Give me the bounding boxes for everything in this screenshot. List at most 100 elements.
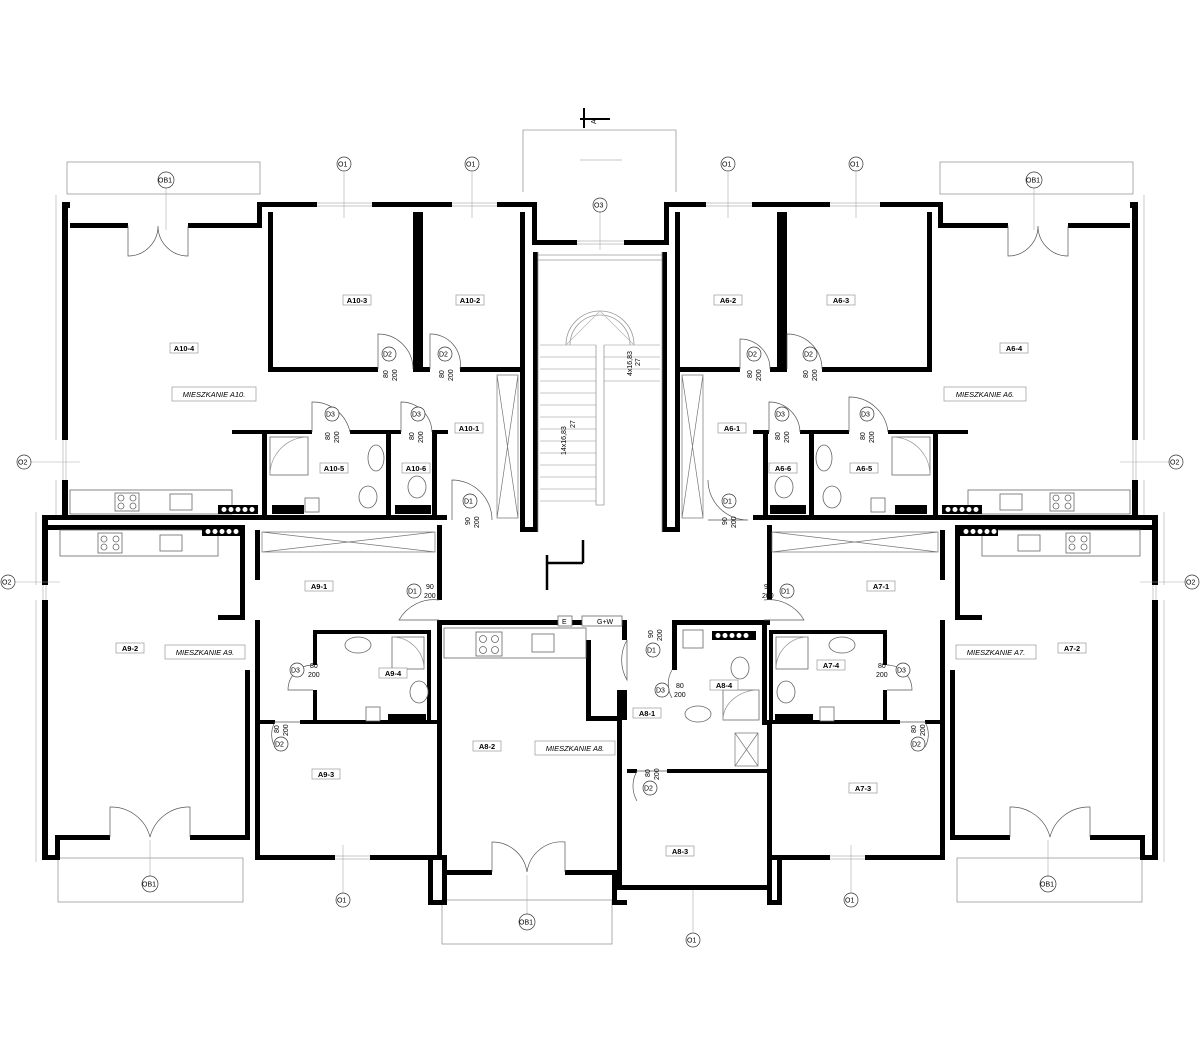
svg-text:A10-1: A10-1 [459, 424, 479, 433]
svg-text:A9-4: A9-4 [385, 669, 402, 678]
window-markers: O1 O1 O1 O1 O3 OB1 OB1 O2 O2 O2 O2 O1 O1… [0, 156, 1200, 948]
window-tag-o1: O1 [464, 156, 480, 172]
window-tag-o2: O2 [16, 454, 32, 470]
window-tag-o3: O3 [592, 197, 608, 213]
svg-text:80: 80 [409, 432, 416, 440]
svg-text:O1: O1 [338, 162, 347, 169]
svg-text:200: 200 [731, 516, 738, 528]
balconies [57, 161, 1143, 945]
room-label: A10-1 [454, 422, 484, 434]
svg-text:D1: D1 [464, 499, 473, 506]
room-label: A8-1 [632, 707, 662, 719]
svg-text:200: 200 [283, 724, 290, 736]
svg-text:200: 200 [784, 431, 791, 443]
svg-text:OB1: OB1 [1040, 882, 1054, 889]
svg-text:OB1: OB1 [519, 920, 533, 927]
svg-text:200: 200 [657, 629, 664, 641]
svg-text:200: 200 [308, 672, 320, 679]
svg-text:D2: D2 [912, 742, 921, 749]
room-label: A6-3 [826, 294, 856, 306]
svg-text:80: 80 [878, 663, 886, 670]
section-label: A [591, 119, 598, 124]
window-tag-o1: O1 [685, 932, 701, 948]
svg-text:O1: O1 [337, 898, 346, 905]
landing-dimension: 4x16,83 [627, 351, 634, 376]
svg-text:A7-4: A7-4 [823, 661, 840, 670]
room-label: A9-2 [115, 642, 145, 654]
insulation-bands [35, 195, 1165, 862]
svg-text:D3: D3 [412, 412, 421, 419]
door-swings [271, 333, 929, 802]
svg-text:200: 200 [876, 672, 888, 679]
room-label: A10-4 [169, 342, 199, 354]
window-tag-ob1: OB1 [1025, 171, 1043, 189]
room-label: A6-6 [768, 462, 798, 474]
svg-text:200: 200 [762, 593, 774, 600]
svg-text:D1: D1 [723, 499, 732, 506]
svg-text:200: 200 [418, 431, 425, 443]
svg-text:A6-1: A6-1 [724, 424, 740, 433]
svg-text:D2: D2 [275, 742, 284, 749]
svg-text:D3: D3 [861, 412, 870, 419]
apartment-label: MIESZKANIE A10. [171, 386, 257, 402]
svg-text:90: 90 [648, 630, 655, 638]
svg-text:D2: D2 [748, 352, 757, 359]
svg-text:A10-4: A10-4 [174, 344, 195, 353]
svg-text:D2: D2 [383, 352, 392, 359]
room-label: A10-6 [401, 462, 431, 474]
room-label: A10-5 [319, 462, 349, 474]
radiators [202, 505, 998, 723]
svg-text:O1: O1 [722, 162, 731, 169]
svg-text:A8-3: A8-3 [672, 847, 688, 856]
svg-text:D3: D3 [326, 412, 335, 419]
svg-text:OB1: OB1 [142, 882, 156, 889]
svg-text:200: 200 [334, 431, 341, 443]
svg-text:200: 200 [920, 724, 927, 736]
svg-text:MIESZKANIE A7.: MIESZKANIE A7. [967, 648, 1026, 657]
svg-text:80: 80 [860, 432, 867, 440]
landing-count: 27 [635, 358, 642, 366]
window-tag-o1: O1 [336, 156, 352, 172]
svg-text:200: 200 [756, 369, 763, 381]
svg-text:O1: O1 [466, 162, 475, 169]
svg-text:80: 80 [274, 725, 281, 733]
stairwell: 14x16,83 27 4x16,83 27 [537, 252, 663, 532]
apartment-label: MIESZKANIE A9. [164, 644, 246, 660]
room-label: A7-4 [816, 659, 846, 671]
svg-text:OB1: OB1 [1026, 178, 1040, 185]
svg-text:90: 90 [764, 584, 772, 591]
window-tag-o1: O1 [335, 892, 351, 908]
svg-text:80: 80 [310, 663, 318, 670]
svg-text:O1: O1 [850, 162, 859, 169]
stair-dimension: 14x16,83 [561, 426, 568, 455]
window-tag-ob1: OB1 [157, 171, 175, 189]
entrance-canopy [522, 129, 677, 192]
gas-water-meter-label: G+W [597, 619, 614, 626]
room-label: A6-1 [717, 422, 747, 434]
window-tag-o1: O1 [720, 156, 736, 172]
svg-text:A7-2: A7-2 [1064, 644, 1080, 653]
room-label: A9-4 [378, 667, 408, 679]
svg-text:O2: O2 [18, 460, 27, 467]
svg-text:O1: O1 [845, 898, 854, 905]
room-label: A7-1 [866, 580, 896, 592]
room-labels: A10-4 A10-3 A10-2 A10-1 A10-5 A10-6 A6-2… [115, 294, 1087, 857]
svg-text:A6-5: A6-5 [856, 464, 872, 473]
svg-text:90: 90 [465, 517, 472, 525]
room-label: A10-2 [455, 294, 485, 306]
window-frames [42, 202, 1157, 860]
window-tag-o2: O2 [0, 574, 16, 590]
